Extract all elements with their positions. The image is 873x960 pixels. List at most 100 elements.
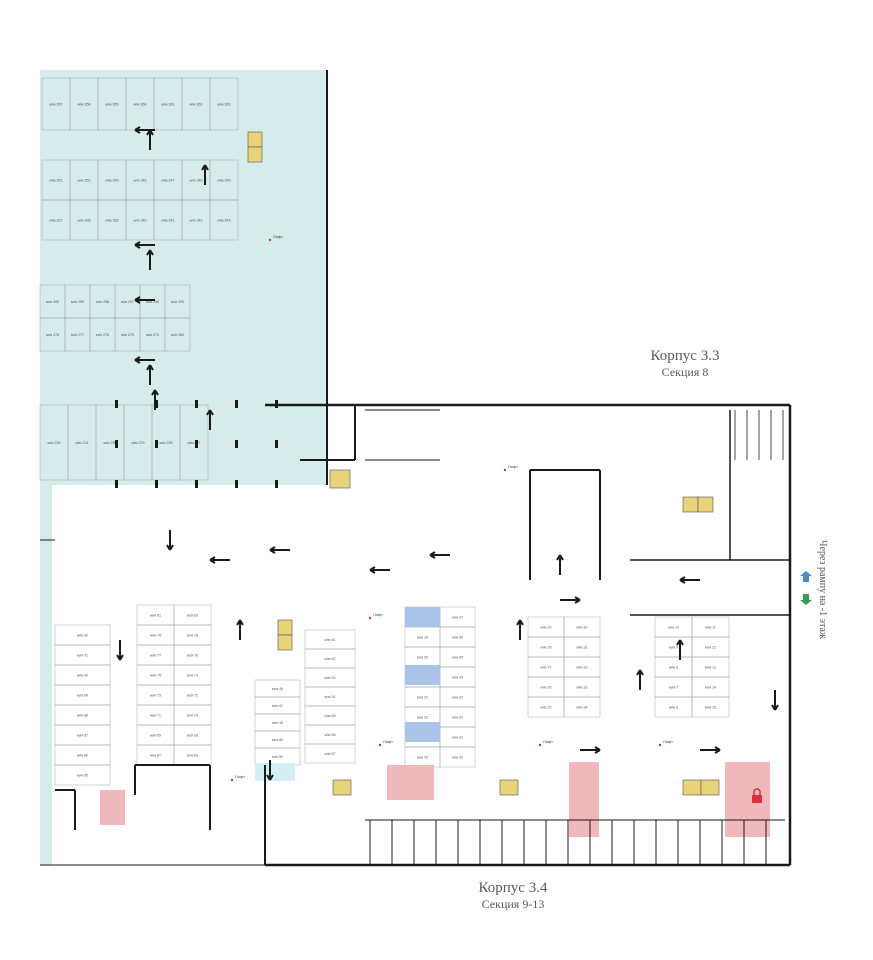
parking-space-label: м/м 88 — [77, 714, 88, 718]
parking-space-label: м/м 51 — [325, 638, 336, 642]
parking-space: м/м 67 — [136, 744, 175, 766]
parking-space-label: м/м 34 — [577, 706, 588, 710]
parking-space-label: м/м 32 — [577, 666, 588, 670]
parking-space: м/м 30 — [563, 616, 601, 638]
available-space — [405, 665, 440, 685]
lift-label: Лифт — [543, 739, 553, 744]
parking-space: м/м 53 — [304, 667, 356, 688]
parking-space-label: м/м 55 — [325, 714, 336, 718]
parking-space-label: м/м 22 — [417, 696, 428, 700]
lock-icon — [752, 795, 762, 803]
parking-space-label: м/м 340 — [134, 219, 147, 223]
direction-arrow — [679, 576, 700, 584]
parking-space: м/м 47 — [254, 696, 301, 715]
building-title: Корпус 3.3 — [650, 348, 720, 364]
parking-space-label: м/м 363 — [218, 103, 231, 107]
parking-space: м/м 363 — [209, 77, 239, 131]
parking-space-label: м/м 49 — [272, 738, 283, 742]
parking-space-label: м/м 25 — [541, 706, 552, 710]
caption-building-3-4: Корпус 3.4 Секция 9-13 — [448, 880, 578, 912]
structural-column — [275, 480, 278, 488]
parking-space-label: м/м 14 — [705, 686, 716, 690]
parking-space-label: м/м 276 — [96, 333, 109, 337]
parking-space-label: м/м 53 — [325, 676, 336, 680]
parking-space: м/м 33 — [439, 686, 476, 708]
parking-space-label: м/м 70 — [187, 714, 198, 718]
parking-space-label: м/м 92 — [77, 634, 88, 638]
direction-arrow — [206, 409, 214, 430]
section-title: Секция 9-13 — [481, 897, 545, 911]
parking-space: м/м 22 — [404, 686, 441, 708]
parking-space: м/м 66 — [173, 744, 212, 766]
elevator-icon — [700, 779, 720, 796]
elevator-icon — [277, 634, 293, 651]
parking-space: м/м 31 — [439, 726, 476, 748]
lift-label: Лифт — [383, 739, 393, 744]
parking-space: м/м 15 — [691, 696, 730, 718]
parking-space-label: м/м 10 — [668, 626, 679, 630]
direction-arrow — [700, 746, 721, 754]
direction-arrow — [771, 690, 779, 711]
parking-space-label: м/м 33 — [577, 686, 588, 690]
parking-space-outline — [209, 77, 239, 131]
parking-space-label: м/м 72 — [187, 694, 198, 698]
parking-space-label: м/м 85 — [77, 774, 88, 778]
parking-space-label: м/м 19 — [417, 636, 428, 640]
parking-space-label: м/м 298 — [96, 300, 109, 304]
parking-space-label: м/м 13 — [705, 666, 716, 670]
parking-space-label: м/м 90 — [77, 674, 88, 678]
parking-space-label: м/м 357 — [50, 103, 63, 107]
parking-space-label: м/м 297 — [121, 300, 134, 304]
parking-space: м/м 9 — [654, 636, 693, 658]
elevator-icon — [332, 779, 352, 796]
parking-space: м/м 79 — [136, 624, 175, 646]
elevator-icon — [697, 496, 714, 513]
parking-space-label: м/м 15 — [705, 706, 716, 710]
parking-space: м/м 92 — [54, 624, 111, 646]
structural-column — [235, 440, 238, 448]
parking-space: м/м 76 — [173, 644, 212, 666]
parking-space-label: м/м 78 — [187, 634, 198, 638]
reserved-space — [725, 762, 770, 837]
parking-space-label: м/м 48 — [272, 721, 283, 725]
parking-space: м/м 26 — [527, 676, 565, 698]
parking-space-label: м/м 338 — [78, 219, 91, 223]
available-space — [405, 607, 440, 627]
parking-space: м/м 69 — [136, 724, 175, 746]
parking-space: м/м 30 — [439, 746, 476, 768]
parking-space-label: м/м 231 — [76, 441, 89, 445]
parking-space: м/м 28 — [527, 636, 565, 658]
parking-space: м/м 227 — [179, 404, 209, 481]
elevator-icon — [277, 619, 293, 636]
direction-arrow — [516, 619, 524, 640]
lift-marker-icon — [268, 238, 272, 242]
parking-space-label: м/м 347 — [162, 179, 175, 183]
lock-icon-shackle — [753, 788, 761, 795]
parking-space-label: м/м 23 — [417, 716, 428, 720]
parking-space-label: м/м 351 — [50, 179, 63, 183]
parking-space-label: м/м 346 — [190, 179, 203, 183]
parking-space: м/м 27 — [527, 656, 565, 678]
ramp-down-arrow-icon — [800, 594, 812, 605]
parking-space-label: м/м 52 — [325, 657, 336, 661]
parking-space-label: м/м 229 — [132, 441, 145, 445]
structural-column — [195, 400, 198, 408]
lift-label: Лифт — [508, 464, 518, 469]
parking-space-label: м/м 343 — [218, 219, 231, 223]
parking-space: м/м 19 — [404, 626, 441, 648]
lift-label: Лифт — [273, 234, 283, 239]
parking-space-label: м/м 67 — [150, 754, 161, 758]
lift-marker-icon — [368, 616, 372, 620]
lift-label: Лифт — [235, 774, 245, 779]
parking-space-label: м/м 228 — [160, 441, 173, 445]
parking-space: м/м 75 — [136, 664, 175, 686]
parking-space: м/м 73 — [136, 684, 175, 706]
parking-space: м/м 51 — [304, 629, 356, 650]
parking-space-label: м/м 342 — [190, 219, 203, 223]
parking-space-label: м/м 362 — [190, 103, 203, 107]
parking-space-label: м/м 30 — [577, 626, 588, 630]
section-title: Секция 8 — [661, 365, 709, 379]
parking-space: м/м 55 — [304, 705, 356, 726]
parking-space: м/м 31 — [563, 636, 601, 658]
parking-space: м/м 90 — [54, 664, 111, 686]
